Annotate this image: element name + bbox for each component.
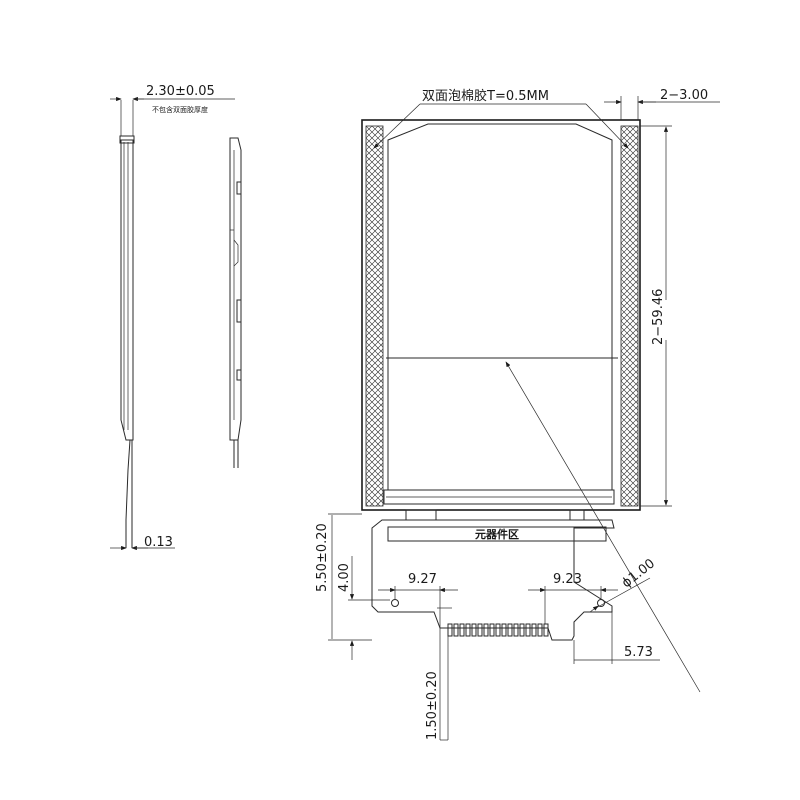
fpc-thickness-label: 0.13: [144, 535, 173, 550]
dimension-lines: [328, 96, 720, 741]
hole-left: [391, 599, 399, 607]
pin-length-label: 1.50±0.20: [425, 671, 440, 740]
tail-total-label: 5.50±0.20: [315, 523, 330, 592]
tape-length-label: 2−59.46: [651, 289, 666, 345]
tail-width-label: 5.73: [624, 645, 653, 660]
front-view: 元器件区: [361, 119, 641, 641]
hole-diameter-label: ϕ1.00: [619, 556, 658, 591]
component-area-box: [387, 526, 607, 542]
component-area-label: 元器件区: [475, 527, 519, 541]
foam-strip-right: [620, 125, 639, 507]
side-view-right: [229, 137, 242, 468]
left-hole-dim-label: 9.27: [408, 572, 437, 587]
foam-strip-left: [365, 125, 384, 507]
thickness-label: 2.30±0.05: [146, 84, 215, 99]
foam-tape-label: 双面泡棉胶T=0.5MM: [422, 88, 549, 104]
right-hole-dim-label: 9.23: [553, 572, 582, 587]
thickness-note: 不包含双面胶厚度: [152, 105, 208, 114]
side-view-left: [110, 96, 235, 551]
connector-pins: [437, 607, 549, 637]
hole-height-label: 4.00: [337, 563, 352, 592]
leader-lines: [373, 103, 701, 693]
tape-width-label: 2−3.00: [660, 88, 708, 103]
